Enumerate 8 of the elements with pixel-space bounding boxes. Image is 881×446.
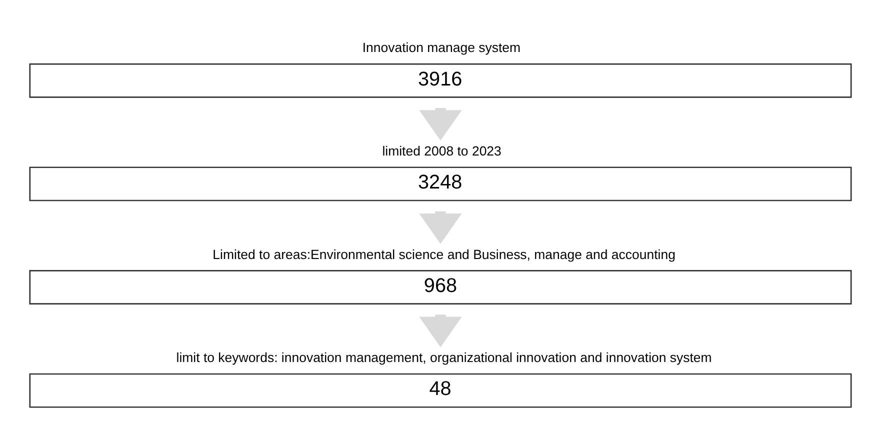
node-label: limited 2008 to 2023 [382, 143, 502, 158]
node-box: 3916 [29, 63, 852, 98]
node-box: 3248 [29, 166, 852, 202]
node-box: 48 [29, 373, 852, 408]
node-label: Innovation manage system [362, 40, 521, 56]
node-label: limit to keywords: innovation management, organizational innovation and innovation system [176, 350, 712, 366]
node-box: 968 [29, 270, 852, 304]
node-label: Limited to areas:Environmental science and Business, manage and accounting [212, 246, 676, 262]
